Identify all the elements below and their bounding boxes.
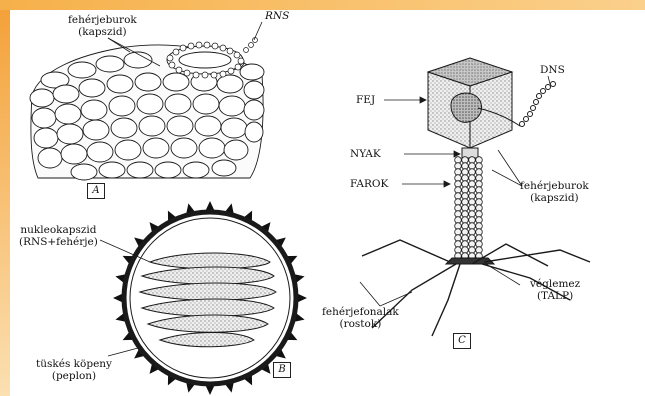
panel-a-capsid	[30, 22, 264, 180]
panel-c-tag: C	[453, 333, 471, 349]
label-nucleocapsid-b: nukleokapszid (RNS+fehérje)	[19, 224, 98, 248]
label-neck: NYAK	[350, 148, 381, 160]
panel-a-tag: A	[87, 183, 105, 199]
label-rna-a: RNS	[265, 10, 289, 22]
label-capsid-a: fehérjeburok (kapszid)	[68, 14, 137, 38]
label-tail: FAROK	[350, 178, 388, 190]
label-head: FEJ	[356, 94, 375, 106]
panel-b-tag: B	[273, 362, 291, 378]
label-capsid-c: fehérjeburok (kapszid)	[520, 180, 589, 204]
label-envelope-b: tüskés köpeny (peplon)	[36, 358, 112, 382]
label-baseplate: véglemez (TALP)	[530, 278, 580, 302]
label-dna: DNS	[540, 64, 565, 76]
label-fibers: fehérjefonalak (rostok)	[322, 306, 399, 330]
